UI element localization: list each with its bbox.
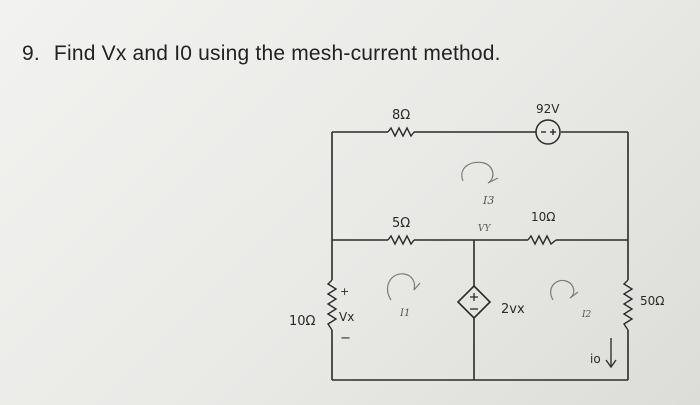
vx-plus-sign: + <box>340 285 349 298</box>
label-vx: Vx <box>339 310 354 324</box>
label-5ohm: 5Ω <box>392 216 410 231</box>
mesh-loop-right-arrow <box>569 291 579 299</box>
label-10ohm-left: 10Ω <box>289 314 316 329</box>
dependent-source-diamond <box>456 284 492 320</box>
label-2vx: 2vx <box>501 302 525 317</box>
vx-minus-sign: − <box>340 331 351 346</box>
annotation-i3: I3 <box>482 194 494 207</box>
label-8ohm: 8Ω <box>392 108 410 123</box>
mesh-loop-top-icon <box>461 161 494 184</box>
voltage-source-92v <box>535 119 561 145</box>
label-50ohm: 50Ω <box>640 294 664 308</box>
annotation-i1: I1 <box>399 308 410 319</box>
label-92v: 92V <box>536 102 560 116</box>
label-10ohm-mid: 10Ω <box>531 210 555 224</box>
annotation-i2: I2 <box>581 310 592 320</box>
annotation-vy: VY <box>478 224 491 234</box>
problem-number: 9. <box>22 42 40 65</box>
io-arrow-icon <box>605 338 617 369</box>
resistor-10ohm-mid <box>527 234 557 246</box>
label-io: io <box>590 352 601 366</box>
resistor-10ohm-left <box>326 279 338 331</box>
problem-text: Find Vx and I0 using the mesh-current me… <box>53 42 501 65</box>
circuit-wires <box>331 131 629 381</box>
problem-statement: 9. Find Vx and I0 using the mesh-current … <box>22 42 501 66</box>
resistor-50ohm <box>622 279 634 331</box>
resistor-8ohm <box>387 126 415 138</box>
resistor-5ohm <box>387 234 415 246</box>
mesh-loop-left-arrow <box>413 282 421 291</box>
mesh-loop-top-arrow <box>487 177 499 184</box>
mesh-loop-right-icon <box>550 279 575 301</box>
mesh-loop-left-icon <box>386 273 416 301</box>
